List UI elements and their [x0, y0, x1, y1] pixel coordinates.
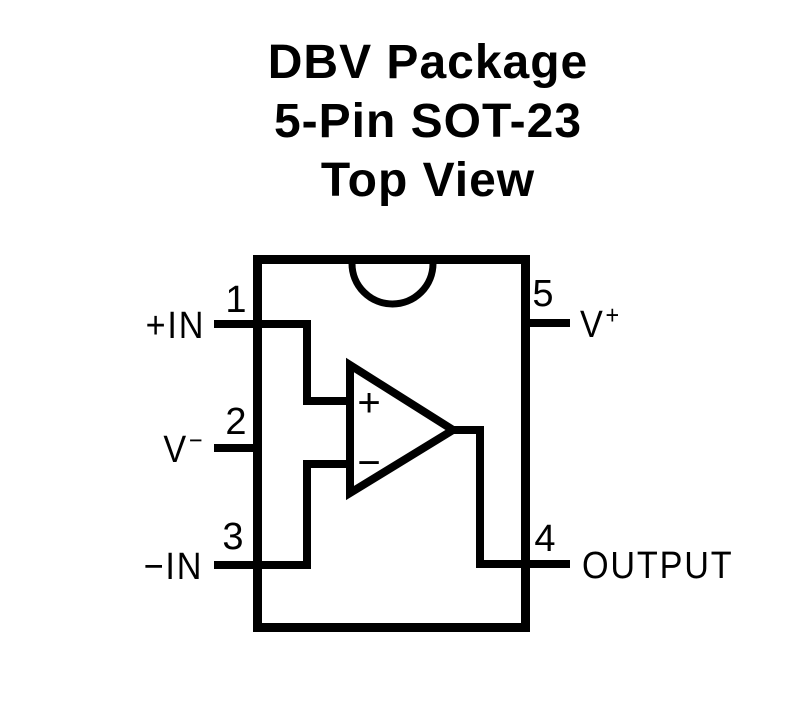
title-line-pincount: 5-Pin SOT-23 — [273, 95, 583, 148]
pin-number-1: 1 — [225, 279, 247, 321]
pin-number-5: 5 — [532, 273, 554, 315]
opamp-inverting-sign: − — [357, 441, 381, 485]
pin-label-v-plus-sup: + — [605, 300, 620, 330]
pin-number-4: 4 — [534, 518, 556, 560]
ic-body — [253, 255, 530, 632]
pin-label-plus-in: +IN — [145, 305, 205, 347]
title-line-package: DBV Package — [267, 36, 589, 89]
opamp-noninverting-sign: + — [357, 381, 381, 425]
pin-label-minus-in: −IN — [143, 546, 203, 588]
index-notch — [348, 263, 437, 308]
pin-label-v-minus-sup: − — [189, 425, 203, 455]
pin-label-output: OUTPUT — [582, 545, 734, 587]
wire-pin1-noninverting — [214, 320, 350, 405]
pin-label-v-plus: V+ — [580, 300, 619, 350]
pin-number-2: 2 — [225, 401, 247, 443]
op-amp-triangle — [346, 357, 461, 501]
title-line-view: Top View — [320, 154, 536, 207]
pin-number-3: 3 — [222, 516, 244, 558]
figure-title: DBV Package 5-Pin SOT-23 Top View — [128, 33, 728, 210]
pin-label-v-minus-base: V — [163, 429, 189, 471]
pin-label-v-minus: V− — [163, 425, 203, 475]
pin-label-v-plus-base: V — [580, 304, 605, 346]
